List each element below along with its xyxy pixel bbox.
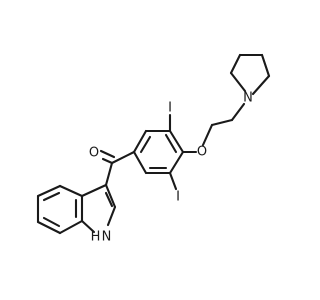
bond	[132, 129, 148, 154]
atom-label-nitrogen-pyrrolidine: N	[243, 91, 253, 106]
bond	[106, 205, 117, 227]
bond	[36, 220, 62, 235]
bond	[230, 102, 246, 122]
atom-label-iodine-bottom: I	[176, 190, 180, 205]
molecule-canvas: O I O N I H N	[36, 53, 271, 245]
bond	[104, 183, 117, 209]
double-bond-inner	[42, 216, 61, 228]
double-bond-inner	[42, 191, 61, 202]
bond	[36, 184, 62, 198]
bond	[58, 219, 84, 235]
ethyl-linker	[201, 102, 246, 147]
double-bond-inner	[104, 191, 114, 208]
bond	[104, 161, 114, 187]
bond	[110, 150, 136, 165]
diiodophenyl-ring	[132, 129, 185, 175]
bond	[201, 123, 214, 147]
carbonyl-double-bond	[101, 157, 114, 165]
indole-benzene-ring	[36, 184, 84, 235]
atom-label-iodine-top: I	[168, 101, 172, 116]
double-bond-inner	[139, 135, 152, 154]
pyrrolidine-ring	[229, 53, 271, 96]
atom-label-oxygen-carbonyl: O	[89, 146, 99, 161]
bond	[58, 184, 84, 198]
molecule-structure: O I O N I H N	[36, 53, 271, 245]
carbonyl-double-bond	[99, 149, 116, 159]
bond	[168, 129, 185, 154]
bond	[229, 71, 247, 93]
bond	[80, 219, 96, 234]
bond	[80, 183, 108, 198]
bond	[229, 53, 242, 75]
bond	[168, 150, 185, 175]
atom-label-oxygen-ether: O	[197, 145, 207, 160]
bond	[210, 118, 234, 127]
bond	[132, 150, 148, 175]
iodine-bond-bottom	[168, 171, 178, 191]
bond	[251, 74, 271, 96]
indole-pyrrole-ring	[80, 183, 117, 234]
bond	[260, 53, 271, 78]
double-bond-inner	[164, 133, 178, 154]
carbonyl-group	[99, 149, 136, 187]
atom-label-nitrogen-indole: H N	[91, 230, 112, 245]
